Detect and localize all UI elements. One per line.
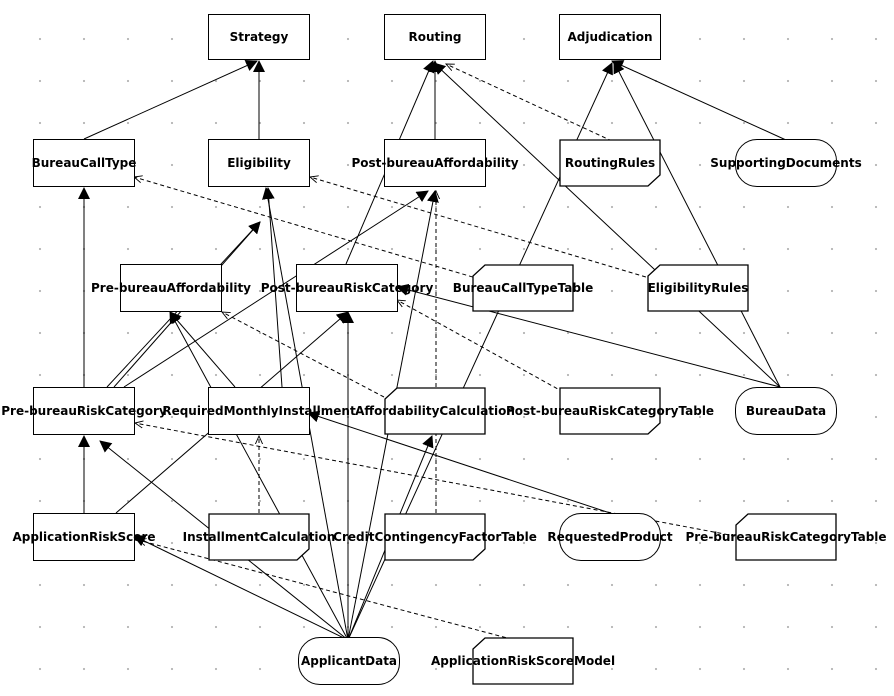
node-bureau-data[interactable]: BureauData (735, 387, 837, 435)
node-application-risk-score-model-label: ApplicationRiskScoreModel (430, 654, 616, 668)
node-adjudication-label: Adjudication (567, 30, 653, 44)
node-requested-product[interactable]: RequestedProduct (547, 513, 673, 561)
node-required-monthly-installment[interactable]: RequiredMonthlyInstallment (162, 387, 356, 435)
node-post-bureau-risk-category-table-label: Post-bureauRiskCategoryTable (505, 404, 715, 418)
node-eligibility[interactable]: Eligibility (208, 139, 310, 187)
node-supporting-documents-label: SupportingDocuments (710, 156, 862, 170)
node-application-risk-score[interactable]: ApplicationRiskScore (12, 513, 156, 561)
node-strategy-label: Strategy (229, 30, 289, 44)
notched-shape-icon (559, 139, 661, 187)
node-routing-rules-label: RoutingRules (564, 156, 656, 170)
notched-shape-icon (647, 264, 749, 312)
node-affordability-calculation[interactable]: AffordabilityCalculation (355, 387, 515, 435)
node-pre-bureau-risk-category-label: Pre-bureauRiskCategory (1, 404, 167, 418)
node-pre-bureau-risk-category[interactable]: Pre-bureauRiskCategory (1, 387, 167, 435)
node-application-risk-score-label: ApplicationRiskScore (12, 530, 156, 544)
notched-shape-icon (735, 513, 837, 561)
node-routing-label: Routing (408, 30, 462, 44)
edge-reqmonthly-eligibility (262, 187, 283, 388)
node-installment-calculation-label: InstallmentCalculation (182, 530, 336, 544)
notched-shape-icon (208, 513, 310, 561)
node-application-risk-score-model[interactable]: ApplicationRiskScoreModel (431, 637, 615, 685)
edge-prerisk-postaffordability (123, 190, 429, 388)
node-eligibility-label: Eligibility (227, 156, 291, 170)
node-supporting-documents[interactable]: SupportingDocuments (710, 139, 862, 187)
node-pre-bureau-affordability-label: Pre-bureauAffordability (91, 281, 252, 295)
node-installment-calculation[interactable]: InstallmentCalculation (183, 513, 335, 561)
node-adjudication[interactable]: Adjudication (559, 14, 661, 60)
node-routing-rules[interactable]: RoutingRules (559, 139, 661, 187)
node-bureau-call-type-table[interactable]: BureauCallTypeTable (453, 264, 593, 312)
edge-appriskmodel-appriskscore (138, 540, 561, 653)
notched-shape-icon (472, 637, 574, 685)
notched-shape-icon (384, 513, 486, 561)
node-applicant-data[interactable]: ApplicantData (298, 637, 400, 685)
node-applicant-data-label: ApplicantData (300, 654, 398, 668)
edge-applicant-preaffordability (169, 311, 349, 641)
notched-shape-icon (472, 264, 574, 312)
edge-bureaudata-routing (433, 62, 781, 388)
node-bureau-data-label: BureauData (745, 404, 827, 418)
node-eligibility-rules-label: EligibilityRules (647, 281, 749, 295)
edge-routingrules-routing (446, 64, 613, 142)
edge-reqproduct-reqmonthly (307, 410, 611, 514)
node-pre-bureau-risk-category-table[interactable]: Pre-bureauRiskCategoryTable (685, 513, 887, 561)
node-pre-bureau-risk-category-table-label: Pre-bureauRiskCategoryTable (685, 530, 887, 544)
edge-bureaucalltype-strategy (83, 60, 258, 140)
node-required-monthly-installment-label: RequiredMonthlyInstallment (162, 404, 356, 418)
node-strategy[interactable]: Strategy (208, 14, 310, 60)
edge-eligibilityrules-eligibility (310, 177, 667, 284)
node-requested-product-label: RequestedProduct (547, 530, 673, 544)
node-post-bureau-risk-category[interactable]: Post-bureauRiskCategory (261, 264, 433, 312)
node-post-bureau-risk-category-label: Post-bureauRiskCategory (260, 281, 434, 295)
edge-affcalc-preaffordability (222, 312, 385, 398)
edge-bureaudata-adjudication (613, 61, 781, 388)
node-credit-contingency-factor-table-label: CreditContingencyFactorTable (333, 530, 537, 544)
node-bureau-call-type-table-label: BureauCallTypeTable (452, 281, 594, 295)
node-bureau-call-type[interactable]: BureauCallType (31, 139, 137, 187)
node-post-bureau-risk-category-table[interactable]: Post-bureauRiskCategoryTable (506, 387, 714, 435)
edge-applicant-appriskscore (133, 535, 349, 641)
node-bureau-call-type-label: BureauCallType (31, 156, 137, 170)
node-post-bureau-affordability[interactable]: Post-bureauAffordability (351, 139, 519, 187)
edge-bureaucalltypetable-bureaucalltype (134, 177, 494, 284)
edge-reqmonthly-preaffordability (169, 311, 236, 388)
notched-shape-icon (384, 387, 486, 435)
node-routing[interactable]: Routing (384, 14, 486, 60)
node-pre-bureau-affordability[interactable]: Pre-bureauAffordability (91, 264, 251, 312)
node-eligibility-rules[interactable]: EligibilityRules (647, 264, 749, 312)
notched-shape-icon (559, 387, 661, 435)
node-post-bureau-affordability-label: Post-bureauAffordability (351, 156, 519, 170)
node-affordability-calculation-label: AffordabilityCalculation (355, 404, 515, 418)
edge-bureaudata-postrisk (396, 283, 781, 388)
edge-supportingdocs-adjudication (611, 60, 787, 141)
node-credit-contingency-factor-table[interactable]: CreditContingencyFactorTable (333, 513, 537, 561)
